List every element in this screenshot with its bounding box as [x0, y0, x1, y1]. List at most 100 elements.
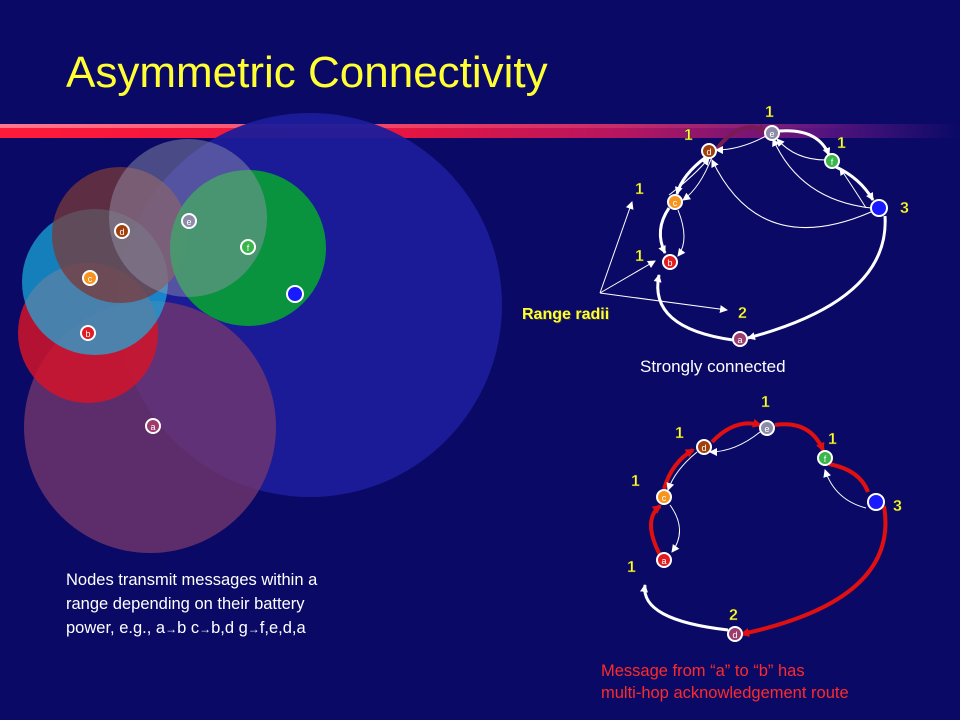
- top-node-b: [662, 254, 678, 270]
- top-node-e: [764, 125, 780, 141]
- range-node-e: [181, 213, 197, 229]
- bottom-node-b: [656, 552, 672, 568]
- bottom-route-g-a: [740, 505, 888, 637]
- arrow-icon: →: [199, 622, 212, 636]
- bottom-weight-d: 1: [675, 425, 684, 442]
- range-pointer-3: [599, 292, 728, 314]
- top-node-c-label: c: [673, 198, 678, 208]
- range-node-c-label: c: [88, 274, 93, 284]
- top-edge-g-e: [772, 138, 872, 209]
- bottom-route-b-c: [649, 504, 662, 556]
- top-node-d-label: d: [706, 147, 711, 157]
- bottom-weight-f: 1: [828, 431, 837, 448]
- bottom-route-c-d: [662, 448, 695, 490]
- body-line-2: range depending on their battery: [66, 595, 305, 613]
- bottom-weights: 1 1 1 3 1 1 2: [627, 394, 902, 624]
- bottom-node-d-label: d: [701, 443, 706, 453]
- top-node-c: [667, 194, 683, 210]
- arrow-icon: →: [165, 622, 178, 636]
- range-node-g: [286, 285, 304, 303]
- bottom-weight-e: 1: [761, 394, 770, 411]
- range-node-e-label: e: [186, 217, 191, 227]
- body-line-3-end: f,e,d,a: [259, 619, 306, 637]
- top-weight-d: 1: [684, 127, 693, 144]
- range-node-a-label: a: [150, 422, 155, 432]
- bottom-graph: e d f c a d 1 1 1 3 1 1 2: [627, 394, 902, 642]
- top-edge-f-e: [776, 138, 827, 161]
- top-edge-f-g: [835, 165, 875, 201]
- top-node-e-label: e: [769, 129, 774, 139]
- range-node-b: [80, 325, 96, 341]
- top-node-b-label: b: [667, 258, 672, 268]
- message-caption-line-2: multi-hop acknowledgement route: [601, 684, 849, 702]
- top-weight-g: 3: [900, 200, 909, 217]
- bottom-node-e: [759, 420, 775, 436]
- range-node-d: [114, 223, 130, 239]
- top-node-f: [824, 153, 840, 169]
- top-edge-g-d: [711, 159, 872, 229]
- bottom-weight-a: 2: [729, 607, 738, 624]
- bottom-node-a-label: d: [732, 630, 737, 640]
- top-weight-c: 1: [635, 181, 644, 198]
- top-node-a-label: a: [737, 335, 742, 345]
- bottom-node-e-label: e: [764, 424, 769, 434]
- range-pointer-1: [599, 201, 634, 294]
- bottom-edge-g-f: [823, 469, 867, 509]
- bottom-edge-a-b: [640, 584, 729, 632]
- arrow-icon: →: [247, 622, 260, 636]
- top-edge-c-b-thin: [677, 209, 686, 257]
- title-underline-shine: [0, 124, 960, 128]
- bottom-node-d: [696, 439, 712, 455]
- bottom-node-c-label: c: [662, 493, 667, 503]
- bottom-route-e-f: [774, 422, 825, 452]
- top-node-a: [732, 331, 748, 347]
- range-node-b-label: b: [85, 329, 90, 339]
- top-edge-a-b: [653, 274, 734, 342]
- range-node-f: [240, 239, 256, 255]
- body-line-3: power, e.g., a→b c→b,d g→f,e,d,a: [66, 616, 446, 641]
- top-edge-c-d: [668, 157, 710, 196]
- top-node-d: [701, 143, 717, 159]
- strongly-connected-caption: Strongly connected: [640, 357, 786, 376]
- bottom-edge-c-b: [669, 504, 680, 553]
- range-node-a: [145, 418, 161, 434]
- range-node-c: [82, 270, 98, 286]
- bottom-weight-g: 3: [893, 498, 902, 515]
- bottom-weight-c: 1: [631, 473, 640, 490]
- range-nodes: a b c d e f: [80, 213, 304, 434]
- top-edge-g-a: [747, 215, 887, 341]
- bottom-route-f-g: [828, 462, 870, 493]
- range-node-f-label: f: [247, 243, 250, 253]
- bottom-node-f: [817, 450, 833, 466]
- message-caption-line-1: Message from “a” to “b” has: [601, 662, 805, 680]
- bottom-node-c: [656, 489, 672, 505]
- top-edge-e-f: [778, 129, 831, 156]
- range-radii-label: Range radii: [522, 306, 610, 323]
- top-weight-e: 1: [765, 104, 774, 121]
- top-edge-d-e: [714, 123, 767, 152]
- body-line-3-bd: b,d g: [211, 619, 248, 637]
- range-node-d-label: d: [119, 227, 124, 237]
- top-weight-f: 1: [837, 135, 846, 152]
- top-edge-g-f: [839, 167, 867, 209]
- bottom-edge-e-d: [709, 431, 761, 456]
- body-line-3-b: b c: [177, 619, 200, 637]
- bottom-node-f-label: f: [824, 454, 827, 464]
- message-caption: Message from “a” to “b” has multi-hop ac…: [601, 660, 849, 704]
- bottom-node-g: [867, 493, 885, 511]
- slide-title: Asymmetric Connectivity: [66, 48, 548, 97]
- bottom-weight-b: 1: [627, 559, 636, 576]
- top-edge-c-b: [658, 207, 671, 254]
- top-node-f-label: f: [831, 157, 834, 167]
- bottom-node-b-label: a: [661, 556, 666, 566]
- body-line-1: Nodes transmit messages within a: [66, 571, 318, 589]
- bottom-edge-d-c: [666, 451, 698, 491]
- top-edge-d-c: [674, 155, 707, 195]
- top-weight-a: 2: [738, 305, 747, 322]
- bottom-node-a: [727, 626, 743, 642]
- top-weights: 1 1 1 3 1 1 2: [635, 104, 909, 322]
- body-line-3-pre: power, e.g., a: [66, 619, 166, 637]
- range-pointer-2: [599, 260, 656, 294]
- top-weight-b: 1: [635, 248, 644, 265]
